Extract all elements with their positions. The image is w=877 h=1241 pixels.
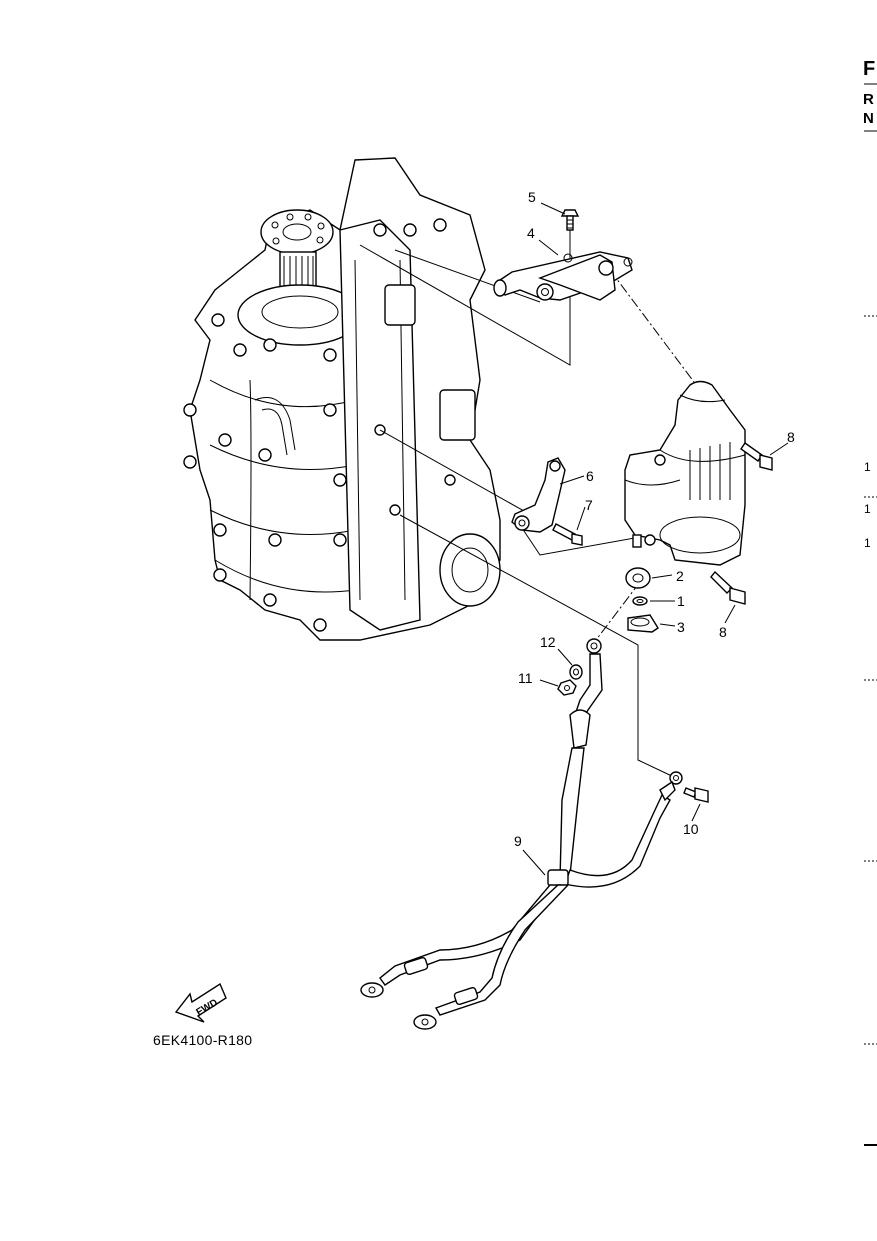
- callout-1: 1: [677, 593, 685, 609]
- callout-8-upper: 8: [787, 429, 795, 445]
- diagram-code: 6EK4100-R180: [153, 1032, 253, 1048]
- header-letter-f: F: [863, 58, 876, 80]
- part-7-bolt: [552, 523, 583, 546]
- callout-5: 5: [528, 189, 536, 205]
- part-11-nut: [557, 679, 577, 696]
- callout-12: 12: [540, 634, 556, 650]
- part-8-bolt-upper: [740, 442, 773, 471]
- callout-4: 4: [527, 225, 535, 241]
- callout-2: 2: [676, 568, 684, 584]
- part-12-washer: [569, 664, 583, 680]
- part-9-cable-harness: [360, 638, 683, 1030]
- part-6-bracket: [511, 457, 566, 533]
- callout-3: 3: [677, 619, 685, 635]
- callout-10: 10: [683, 821, 699, 837]
- callout-8-lower: 8: [719, 624, 727, 640]
- part-1-washer: [632, 596, 648, 606]
- part-8-bolt-lower: [710, 570, 746, 605]
- starter-motor: [624, 380, 746, 566]
- callout-7: 7: [585, 497, 593, 513]
- callout-leaders: [522, 202, 789, 876]
- callout-labels: 1 2 3 4 5 6 7 8 8 9 10 11 12: [514, 189, 795, 849]
- part-5-bolt: [560, 209, 580, 231]
- part-3-cover: [627, 614, 659, 633]
- edge-mark-3: 1: [864, 536, 871, 550]
- edge-mark-1: 1: [864, 460, 871, 474]
- edge-mark-2: 1: [864, 502, 871, 516]
- part-10-bolt: [683, 787, 709, 803]
- fwd-arrow-icon: FWD: [174, 982, 227, 1023]
- callout-6: 6: [586, 468, 594, 484]
- engine-block: [183, 157, 501, 641]
- callout-11: 11: [518, 670, 533, 686]
- part-2-nut: [625, 567, 651, 589]
- header-letter-n: N: [863, 110, 874, 127]
- page-edge-rules: [864, 83, 877, 1146]
- part-4-bracket-hose: [493, 251, 633, 301]
- header-letter-r: R: [863, 91, 874, 108]
- callout-9: 9: [514, 833, 522, 849]
